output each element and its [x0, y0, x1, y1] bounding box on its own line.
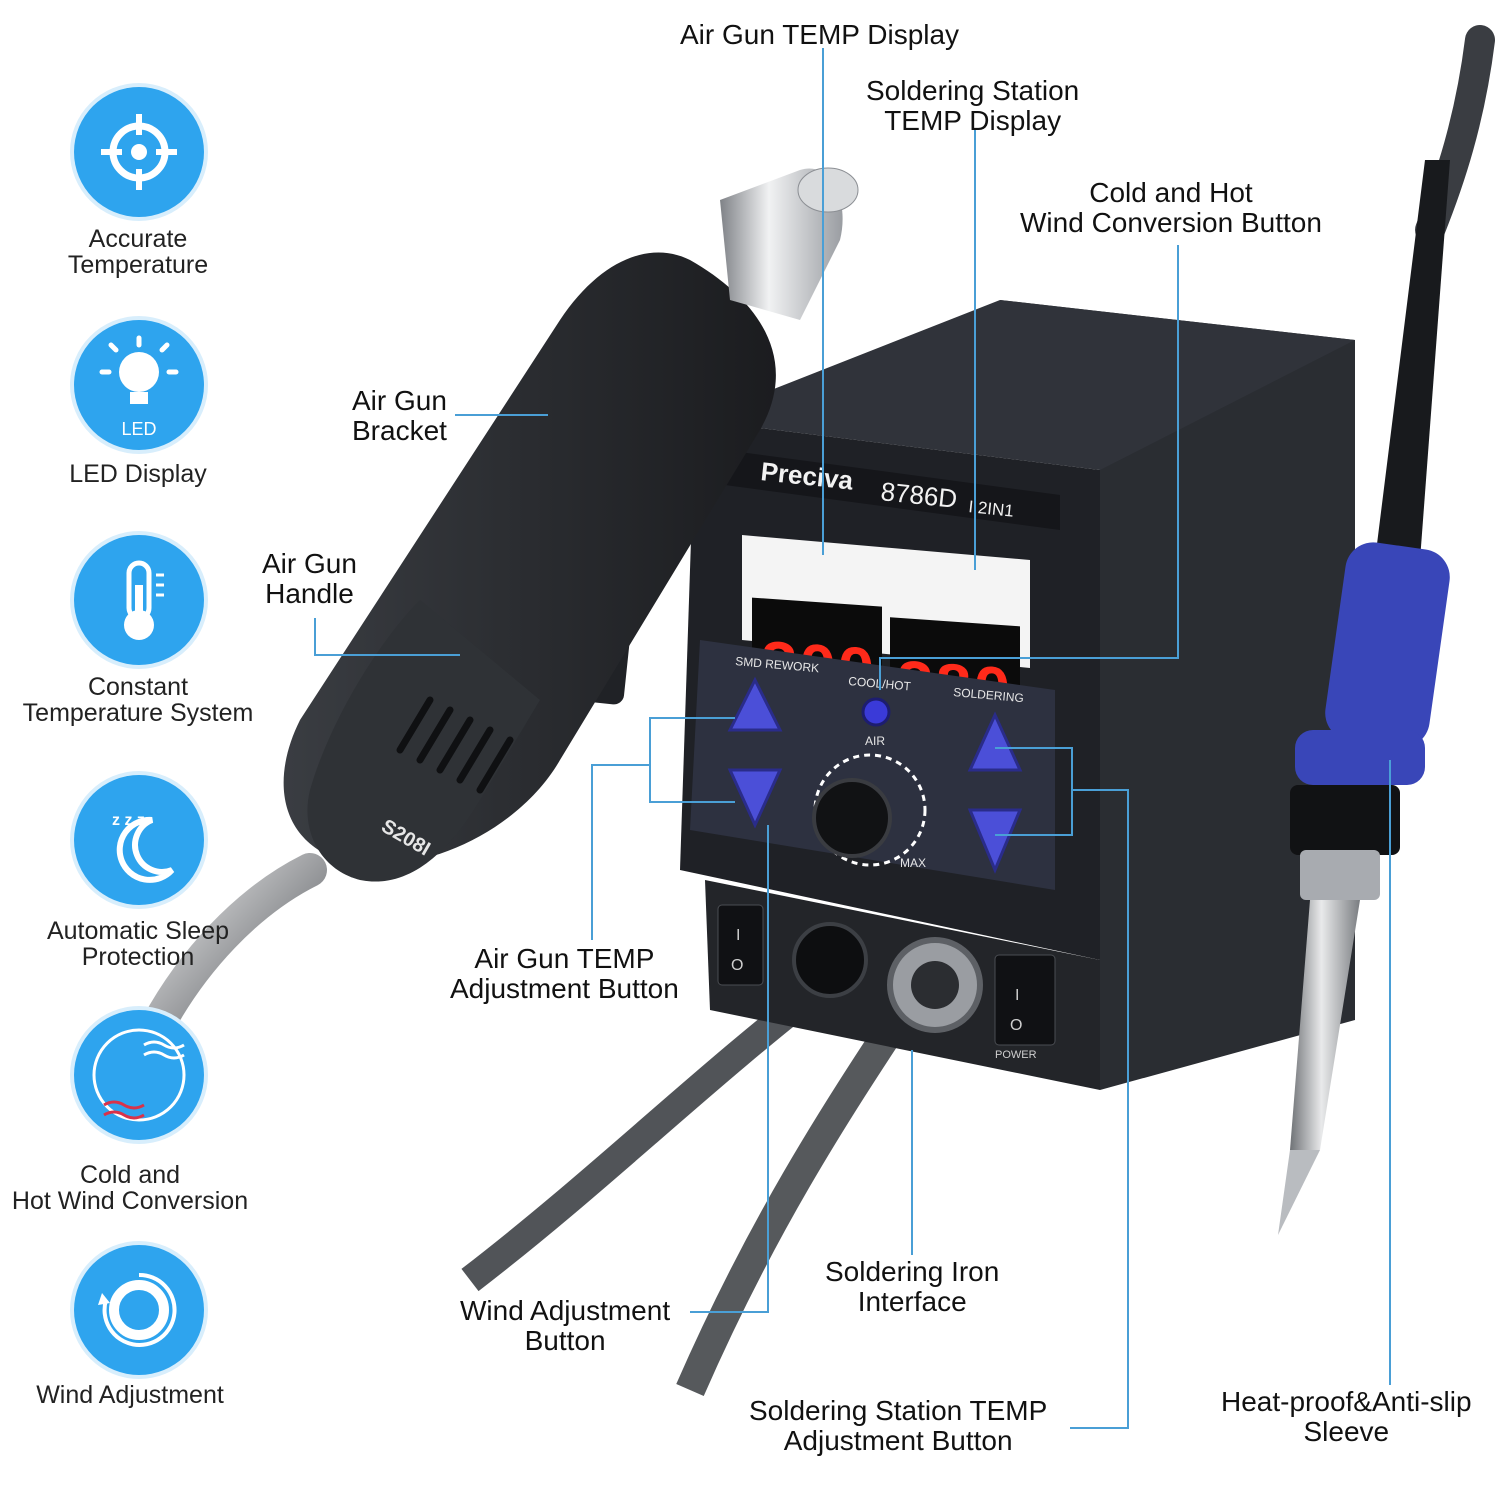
- solder-down-button[interactable]: [967, 808, 1023, 874]
- max-label: MAX: [900, 856, 926, 870]
- iron-collar: [1290, 785, 1400, 855]
- sleep-moon-icon: z z z: [112, 812, 175, 883]
- svg-text:I: I: [736, 927, 740, 944]
- wind-knob[interactable]: [812, 778, 892, 858]
- feature-label-wind-adjustment: Wind Adjustment: [36, 1381, 224, 1409]
- air-power-switch: [717, 904, 764, 986]
- feature-wind-adjustment: [74, 1245, 204, 1375]
- feature-auto-sleep: z z z: [74, 775, 204, 905]
- power-label: POWER: [995, 1049, 1037, 1061]
- feature-led-display: LED: [74, 320, 204, 450]
- station-cable-right: [676, 991, 923, 1397]
- callout-air-gun-display: Air Gun TEMP Display: [680, 19, 960, 50]
- svg-text:I: I: [1015, 987, 1019, 1004]
- station-top: [695, 300, 1355, 470]
- air-gun-cable: [133, 853, 327, 1057]
- wind-dial-ring: [813, 753, 927, 867]
- brand-strip: [725, 450, 1060, 530]
- solder-power-switch: [994, 954, 1056, 1046]
- variant-text: I 2IN1: [968, 497, 1015, 521]
- heat-proof-sleeve: [1325, 542, 1450, 748]
- crosshair-icon: [101, 114, 177, 190]
- svg-text:z z z: z z z: [112, 812, 145, 829]
- air-down-button[interactable]: [727, 768, 783, 829]
- iron-barrel: [1290, 900, 1360, 1150]
- feature-constant-temperature: [74, 535, 204, 665]
- air-gun-handle: [307, 600, 540, 882]
- iron-nut: [1300, 850, 1380, 900]
- feature-wind-conversion: [74, 1010, 204, 1140]
- control-panel: [690, 640, 1055, 890]
- wind-conversion-icon: [92, 1028, 186, 1122]
- air-gun-port: [792, 922, 868, 998]
- leader-lines: [314, 48, 1391, 1429]
- svg-text:LED: LED: [121, 419, 156, 439]
- iron-tip: [1278, 1150, 1320, 1235]
- cool-hot-button[interactable]: [861, 697, 891, 727]
- iron-sleeve-base: [1295, 730, 1425, 785]
- iron-handle: [1375, 160, 1450, 560]
- air-label: AIR: [865, 734, 885, 748]
- air-gun-nozzle-tip: [797, 167, 859, 213]
- led-bulb-icon: LED: [99, 335, 179, 439]
- wind-dial-icon: [98, 1272, 177, 1347]
- thermometer-icon: [124, 560, 164, 640]
- solder-up-button[interactable]: [967, 711, 1023, 772]
- feature-label-led: LED Display: [69, 460, 207, 488]
- svg-text:O: O: [731, 957, 743, 974]
- soldering-label: SOLDERING: [953, 685, 1025, 705]
- feature-accurate-temperature: [74, 87, 204, 217]
- air-up-button[interactable]: [727, 676, 783, 732]
- station-side: [1000, 300, 1355, 1090]
- svg-text:O: O: [1010, 1017, 1022, 1034]
- air-gun-vents: [396, 696, 514, 794]
